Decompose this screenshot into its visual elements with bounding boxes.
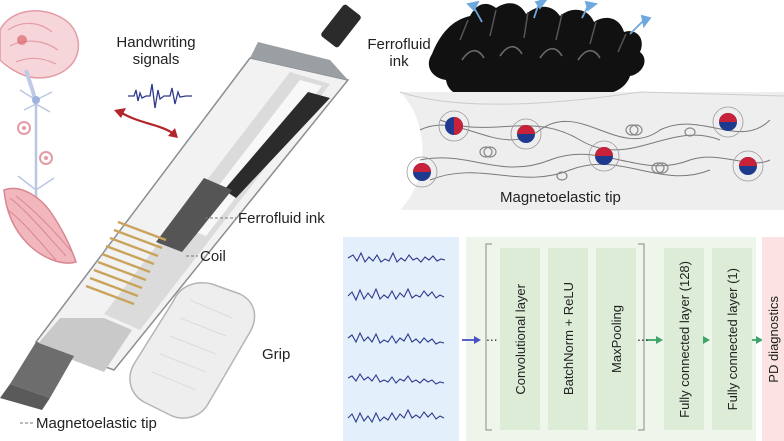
- output-label: PD diagnostics: [765, 295, 781, 383]
- ferrofluid-ink-pen-label: Ferrofluid ink: [238, 210, 325, 227]
- handwriting-signals-label: Handwriting signals: [116, 34, 196, 68]
- layer-box-bg: [596, 248, 636, 430]
- pen-tip-shape: [10, 342, 74, 398]
- swing-arrow: [119, 111, 175, 135]
- magnet-particle: [732, 150, 764, 182]
- layer-label: Fully connected layer (1): [724, 267, 740, 411]
- layer-convolutional: Convolutional layer: [500, 248, 540, 430]
- output-panel: [762, 237, 784, 441]
- ferrofluid-ink-top-label: Ferrofluid ink: [367, 36, 431, 70]
- layer-batchnorm: BatchNorm + ReLU: [548, 248, 588, 430]
- layer-box-bg: [712, 248, 752, 430]
- layer-box-bg: [500, 248, 540, 430]
- ferrofluid-ink-illustration: [428, 0, 652, 109]
- magnetoelastic-tip-illustration: [399, 91, 784, 210]
- magnet-particle: [588, 140, 620, 172]
- magnetoelastic-tip-pen-label: Magnetoelastic tip: [36, 415, 157, 432]
- magnet-particle: [438, 110, 470, 142]
- pen-top-button: [321, 4, 361, 48]
- layer-box-bg: [664, 248, 704, 430]
- layer-label: Convolutional layer: [512, 283, 528, 395]
- bracket-left: [485, 243, 492, 431]
- magnetoelastic-tip-top-label: Magnetoelastic tip: [500, 189, 621, 206]
- layer-box-bg: [548, 248, 588, 430]
- magnet-particle: [510, 118, 542, 150]
- layer-fc-128: Fully connected layer (128): [664, 248, 704, 430]
- coil-label: Coil: [200, 248, 226, 265]
- magnet-particle: [712, 106, 744, 138]
- signal-traces: [347, 251, 446, 424]
- pen-body: [0, 4, 361, 410]
- output-pd-diagnostics: PD diagnostics: [762, 248, 784, 430]
- coil-illustration: [85, 220, 167, 306]
- layer-label: MaxPooling: [608, 305, 624, 373]
- pen-leader-lines: [20, 217, 236, 424]
- ellipsis-left: ...: [486, 328, 498, 344]
- ellipsis-right: ...: [637, 328, 649, 344]
- brain-illustration: [0, 10, 80, 105]
- handwriting-signal-trace: [128, 83, 192, 109]
- bracket-right: [638, 243, 645, 431]
- muscle-illustration: [3, 187, 77, 264]
- layer-fc-1: Fully connected layer (1): [712, 248, 752, 430]
- layer-label: Fully connected layer (128): [676, 260, 692, 418]
- flow-arrows: [462, 336, 763, 344]
- nerve-illustration: [17, 89, 55, 211]
- grip-illustration: [129, 282, 256, 419]
- coil-spring: [479, 124, 696, 181]
- grip-label: Grip: [262, 346, 291, 363]
- magnet-particle: [406, 156, 438, 188]
- layer-label: BatchNorm + ReLU: [560, 282, 576, 396]
- layer-maxpooling: MaxPooling: [596, 248, 636, 430]
